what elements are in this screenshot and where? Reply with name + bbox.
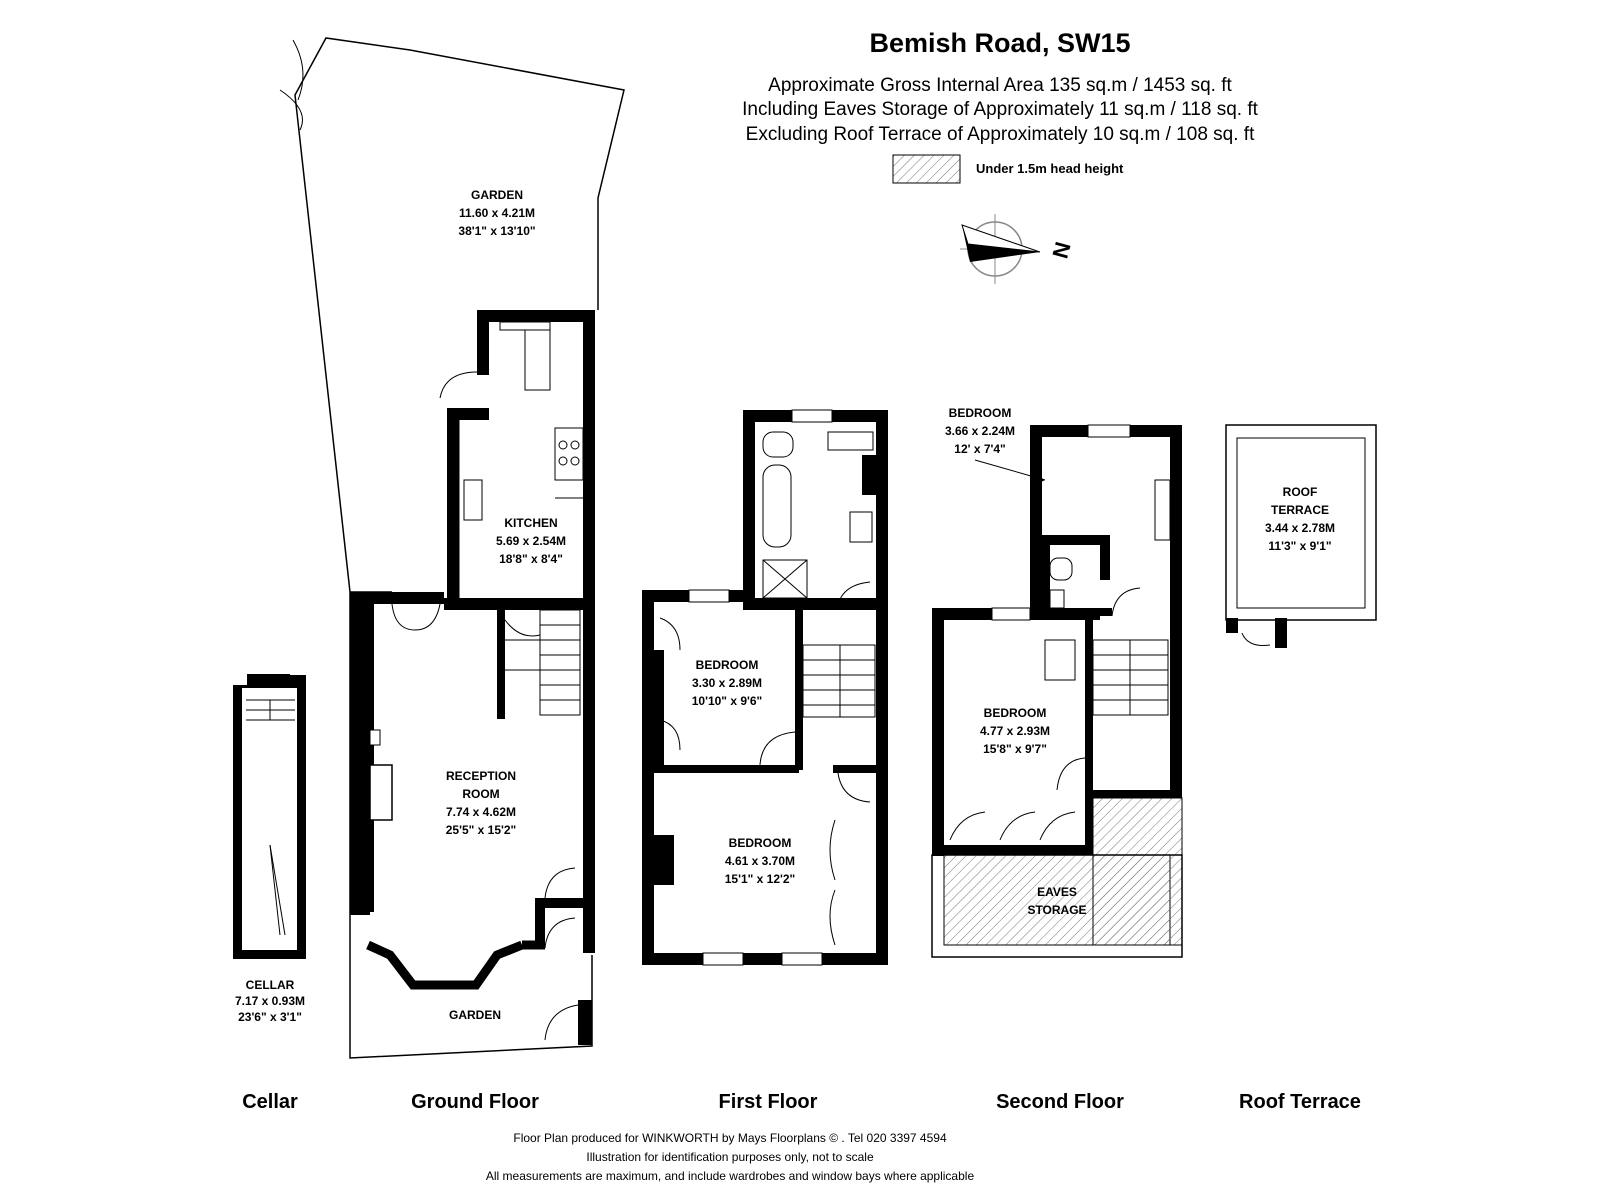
- bedroom-second-rear-name: BEDROOM: [949, 406, 1012, 420]
- bedroom-first-small-name: BEDROOM: [696, 658, 759, 672]
- bedroom-first-large-metric: 4.61 x 3.70M: [725, 854, 795, 868]
- garden-rear-metric: 11.60 x 4.21M: [459, 206, 535, 220]
- cellar-metric: 7.17 x 0.93M: [235, 994, 305, 1008]
- bedroom-first-small-metric: 3.30 x 2.89M: [692, 676, 762, 690]
- roof-terrace-metric: 3.44 x 2.78M: [1265, 521, 1335, 535]
- garden-rear-name: GARDEN: [471, 188, 523, 202]
- floor-label-first: First Floor: [719, 1091, 818, 1113]
- roof-terrace-name-line1: ROOF: [1283, 485, 1318, 499]
- roof-terrace-plan: [1225, 424, 1377, 648]
- plan-title: Bemish Road, SW15: [869, 28, 1130, 58]
- bedroom-first-small-imperial: 10'10" x 9'6": [692, 694, 762, 708]
- reception-metric: 7.74 x 4.62M: [446, 805, 516, 819]
- bedroom-second-rear-metric: 3.66 x 2.24M: [945, 424, 1015, 438]
- reception-imperial: 25'5" x 15'2": [446, 823, 516, 837]
- bedroom-first-large-name: BEDROOM: [729, 836, 792, 850]
- eaves-name-line1: EAVES: [1037, 885, 1077, 899]
- key-label: Under 1.5m head height: [976, 161, 1124, 176]
- roof-terrace-name-line2: TERRACE: [1271, 503, 1329, 517]
- compass-rose-icon: [960, 214, 1041, 284]
- bedroom-second-rear-imperial: 12' x 7'4": [954, 442, 1005, 456]
- reception-name-line2: ROOM: [462, 787, 499, 801]
- footer-disclaimer: Illustration for identification purposes…: [586, 1150, 874, 1164]
- eaves-area-line: Including Eaves Storage of Approximately…: [742, 99, 1258, 120]
- garden-front-name: GARDEN: [449, 1008, 501, 1022]
- kitchen-imperial: 18'8" x 8'4": [499, 552, 563, 566]
- garden-rear-imperial: 38'1" x 13'10": [458, 224, 535, 238]
- footer-measurements-note: All measurements are maximum, and includ…: [486, 1169, 975, 1183]
- cellar-name: CELLAR: [246, 978, 295, 992]
- roof-terrace-imperial: 11'3" x 9'1": [1268, 539, 1331, 553]
- second-floor-plan: [931, 424, 1183, 958]
- gross-area-line: Approximate Gross Internal Area 135 sq.m…: [768, 75, 1232, 96]
- kitchen-name: KITCHEN: [504, 516, 557, 530]
- kitchen-metric: 5.69 x 2.54M: [496, 534, 566, 548]
- bedroom-second-front-imperial: 15'8" x 9'7": [983, 742, 1047, 756]
- cellar-plan: [233, 674, 306, 959]
- floor-label-ground: Ground Floor: [411, 1091, 539, 1113]
- terrace-area-line: Excluding Roof Terrace of Approximately …: [746, 124, 1255, 145]
- key-hatch-swatch: [892, 154, 961, 184]
- footer-credit: Floor Plan produced for WINKWORTH by May…: [513, 1131, 947, 1145]
- floor-label-cellar: Cellar: [242, 1091, 298, 1113]
- bedroom-first-large-imperial: 15'1" x 12'2": [725, 872, 795, 886]
- cellar-imperial: 23'6" x 3'1": [238, 1010, 302, 1024]
- bedroom-second-front-name: BEDROOM: [984, 706, 1047, 720]
- floor-label-roof: Roof Terrace: [1239, 1091, 1361, 1113]
- north-label: N: [1047, 239, 1075, 261]
- ground-floor-plan: [279, 37, 625, 1059]
- eaves-name-line2: STORAGE: [1027, 903, 1086, 917]
- reception-name-line1: RECEPTION: [446, 769, 516, 783]
- first-floor-plan: [642, 409, 888, 966]
- bedroom-second-front-metric: 4.77 x 2.93M: [980, 724, 1050, 738]
- floor-label-second: Second Floor: [996, 1091, 1124, 1113]
